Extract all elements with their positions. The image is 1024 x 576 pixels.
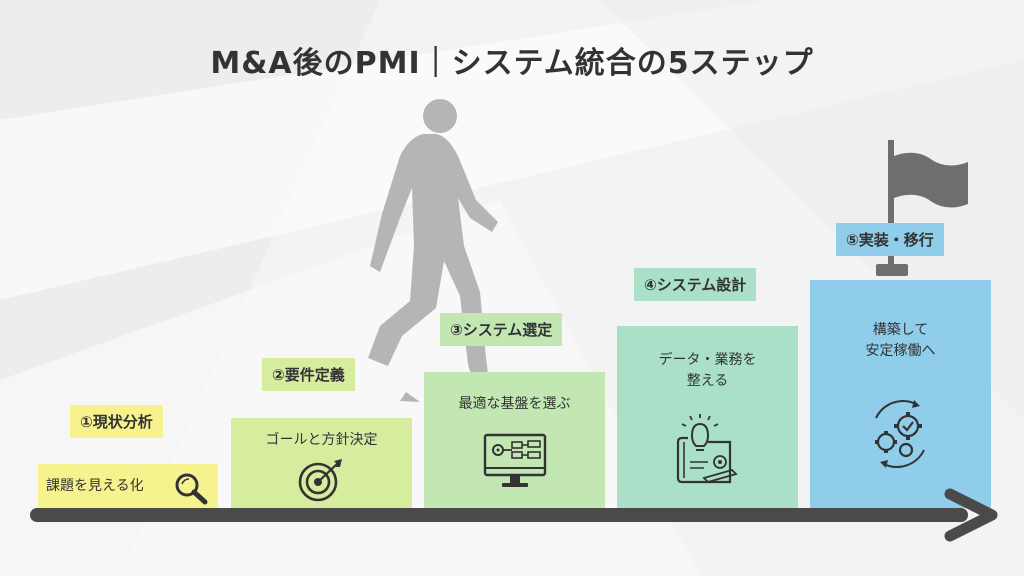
system-monitor-icon: [483, 433, 547, 487]
step-2-label: ②要件定義: [262, 358, 355, 391]
step-4-text-line-1: データ・業務を: [658, 352, 757, 368]
blueprint-lightbulb-icon: [676, 414, 738, 484]
walking-person-icon: [368, 99, 506, 410]
magnifier-icon: [175, 473, 208, 505]
gears-cycle-icon: [875, 400, 925, 468]
step-2-text: ゴールと方針決定: [265, 432, 378, 448]
page-title: M&A後のPMI｜システム統合の5ステップ: [210, 46, 814, 81]
step-3-label: ③システム選定: [440, 313, 563, 346]
step-3-text: 最適な基盤を選ぶ: [458, 396, 571, 412]
step-5-text-line-1: 構築して: [872, 322, 929, 338]
step-5-box: 構築して 安定稼働へ: [810, 280, 991, 508]
target-icon: [298, 459, 342, 502]
timeline-arrow: [30, 488, 998, 542]
step-5-label: ⑤実装・移行: [836, 223, 944, 256]
step-4-text-line-2: 整える: [686, 373, 729, 389]
goal-flag-icon: [876, 140, 968, 276]
step-1-box: 課題を見える化: [38, 464, 218, 508]
step-5-text-line-2: 安定稼働へ: [865, 343, 936, 359]
step-1-text: 課題を見える化: [46, 478, 144, 494]
step-1-label: ①現状分析: [70, 405, 163, 438]
step-4-label: ④システム設計: [634, 268, 757, 301]
